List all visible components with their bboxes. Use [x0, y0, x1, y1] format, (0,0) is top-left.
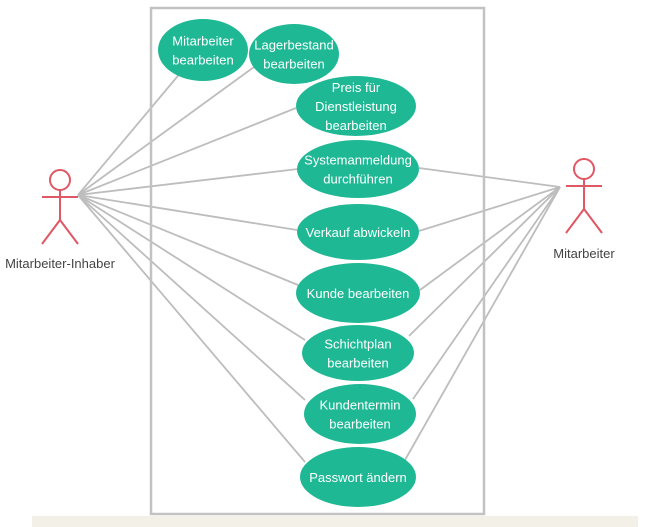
- use-case-label: bearbeiten: [172, 53, 233, 68]
- use-case-label: bearbeiten: [329, 417, 390, 432]
- actors: Mitarbeiter-Inhaber Mitarbeiter: [5, 158, 615, 271]
- use-case-uc1[interactable]: Mitarbeiter bearbeiten: [158, 19, 248, 81]
- use-cases: Mitarbeiter bearbeiten Lagerbestand bearbei…: [158, 19, 420, 507]
- actor-right-leg: [59, 219, 79, 245]
- use-case-uc6[interactable]: Kunde bearbeiten: [296, 263, 420, 323]
- bottom-strip: [32, 516, 638, 527]
- use-case-ellipse[interactable]: [249, 24, 339, 84]
- association-line-owner-uc2: [77, 66, 255, 196]
- actor-label: Mitarbeiter: [553, 246, 615, 261]
- use-case-label: Lagerbestand: [254, 38, 334, 53]
- association-line-owner-uc3: [77, 107, 297, 196]
- actor-head: [49, 169, 71, 191]
- use-case-uc9[interactable]: Passwort ändern: [300, 447, 416, 507]
- use-case-label: Mitarbeiter: [172, 34, 234, 49]
- actor-left-leg: [41, 219, 61, 245]
- stick-figure-icon: [565, 158, 603, 234]
- association-line-employee-uc5: [418, 186, 561, 232]
- use-case-label: Passwort ändern: [309, 470, 407, 485]
- association-line-owner-uc4: [77, 168, 299, 196]
- association-line-owner-uc7: [77, 194, 306, 341]
- actor-right-leg: [583, 208, 603, 234]
- association-line-employee-uc6: [419, 186, 561, 291]
- use-case-ellipse[interactable]: [296, 263, 420, 323]
- use-case-uc4[interactable]: Systemanmeldung durchführen: [297, 140, 419, 198]
- use-case-ellipse[interactable]: [296, 76, 416, 136]
- association-line-owner-uc1: [77, 70, 183, 196]
- actor-head: [573, 158, 595, 180]
- association-lines: [77, 66, 561, 463]
- actor-employee[interactable]: Mitarbeiter: [553, 158, 615, 261]
- association-line-employee-uc8: [412, 186, 561, 400]
- use-case-uc8[interactable]: Kundentermin bearbeiten: [304, 384, 416, 444]
- association-line-employee-uc9: [404, 186, 561, 461]
- use-case-label: Kunde bearbeiten: [307, 286, 410, 301]
- use-case-label: bearbeiten: [263, 57, 324, 72]
- association-line-owner-uc9: [77, 194, 306, 463]
- association-line-owner-uc5: [77, 194, 298, 231]
- actor-label: Mitarbeiter-Inhaber: [5, 256, 115, 271]
- use-case-ellipse[interactable]: [297, 204, 419, 260]
- actor-left-leg: [565, 208, 585, 234]
- use-case-uc7[interactable]: Schichtplan bearbeiten: [302, 325, 414, 381]
- use-case-diagram: Mitarbeiter-Inhaber Mitarbeiter Mitarbeit…: [5, 6, 615, 516]
- use-case-label: durchführen: [323, 172, 392, 187]
- association-line-owner-uc8: [77, 194, 306, 401]
- association-line-employee-uc4: [418, 167, 561, 188]
- stick-figure-icon: [41, 169, 79, 245]
- use-case-label: Schichtplan: [324, 337, 391, 352]
- use-case-ellipse[interactable]: [158, 19, 248, 81]
- system-boundary: [149, 6, 486, 516]
- use-case-label: Preis für: [332, 80, 381, 95]
- use-case-ellipse[interactable]: [297, 140, 419, 198]
- use-case-label: Dienstleistung: [315, 99, 397, 114]
- use-case-ellipse[interactable]: [304, 384, 416, 444]
- use-case-label: Verkauf abwickeln: [306, 225, 411, 240]
- use-case-ellipse[interactable]: [302, 325, 414, 381]
- use-case-label: bearbeiten: [327, 356, 388, 371]
- association-line-owner-uc6: [77, 194, 299, 286]
- use-case-uc2[interactable]: Lagerbestand bearbeiten: [249, 24, 339, 84]
- use-case-label: Kundentermin: [320, 398, 401, 413]
- use-case-label: Systemanmeldung: [304, 153, 412, 168]
- use-case-uc5[interactable]: Verkauf abwickeln: [297, 204, 419, 260]
- use-case-label: bearbeiten: [325, 118, 386, 133]
- use-case-ellipse[interactable]: [300, 447, 416, 507]
- actor-owner[interactable]: Mitarbeiter-Inhaber: [5, 169, 116, 271]
